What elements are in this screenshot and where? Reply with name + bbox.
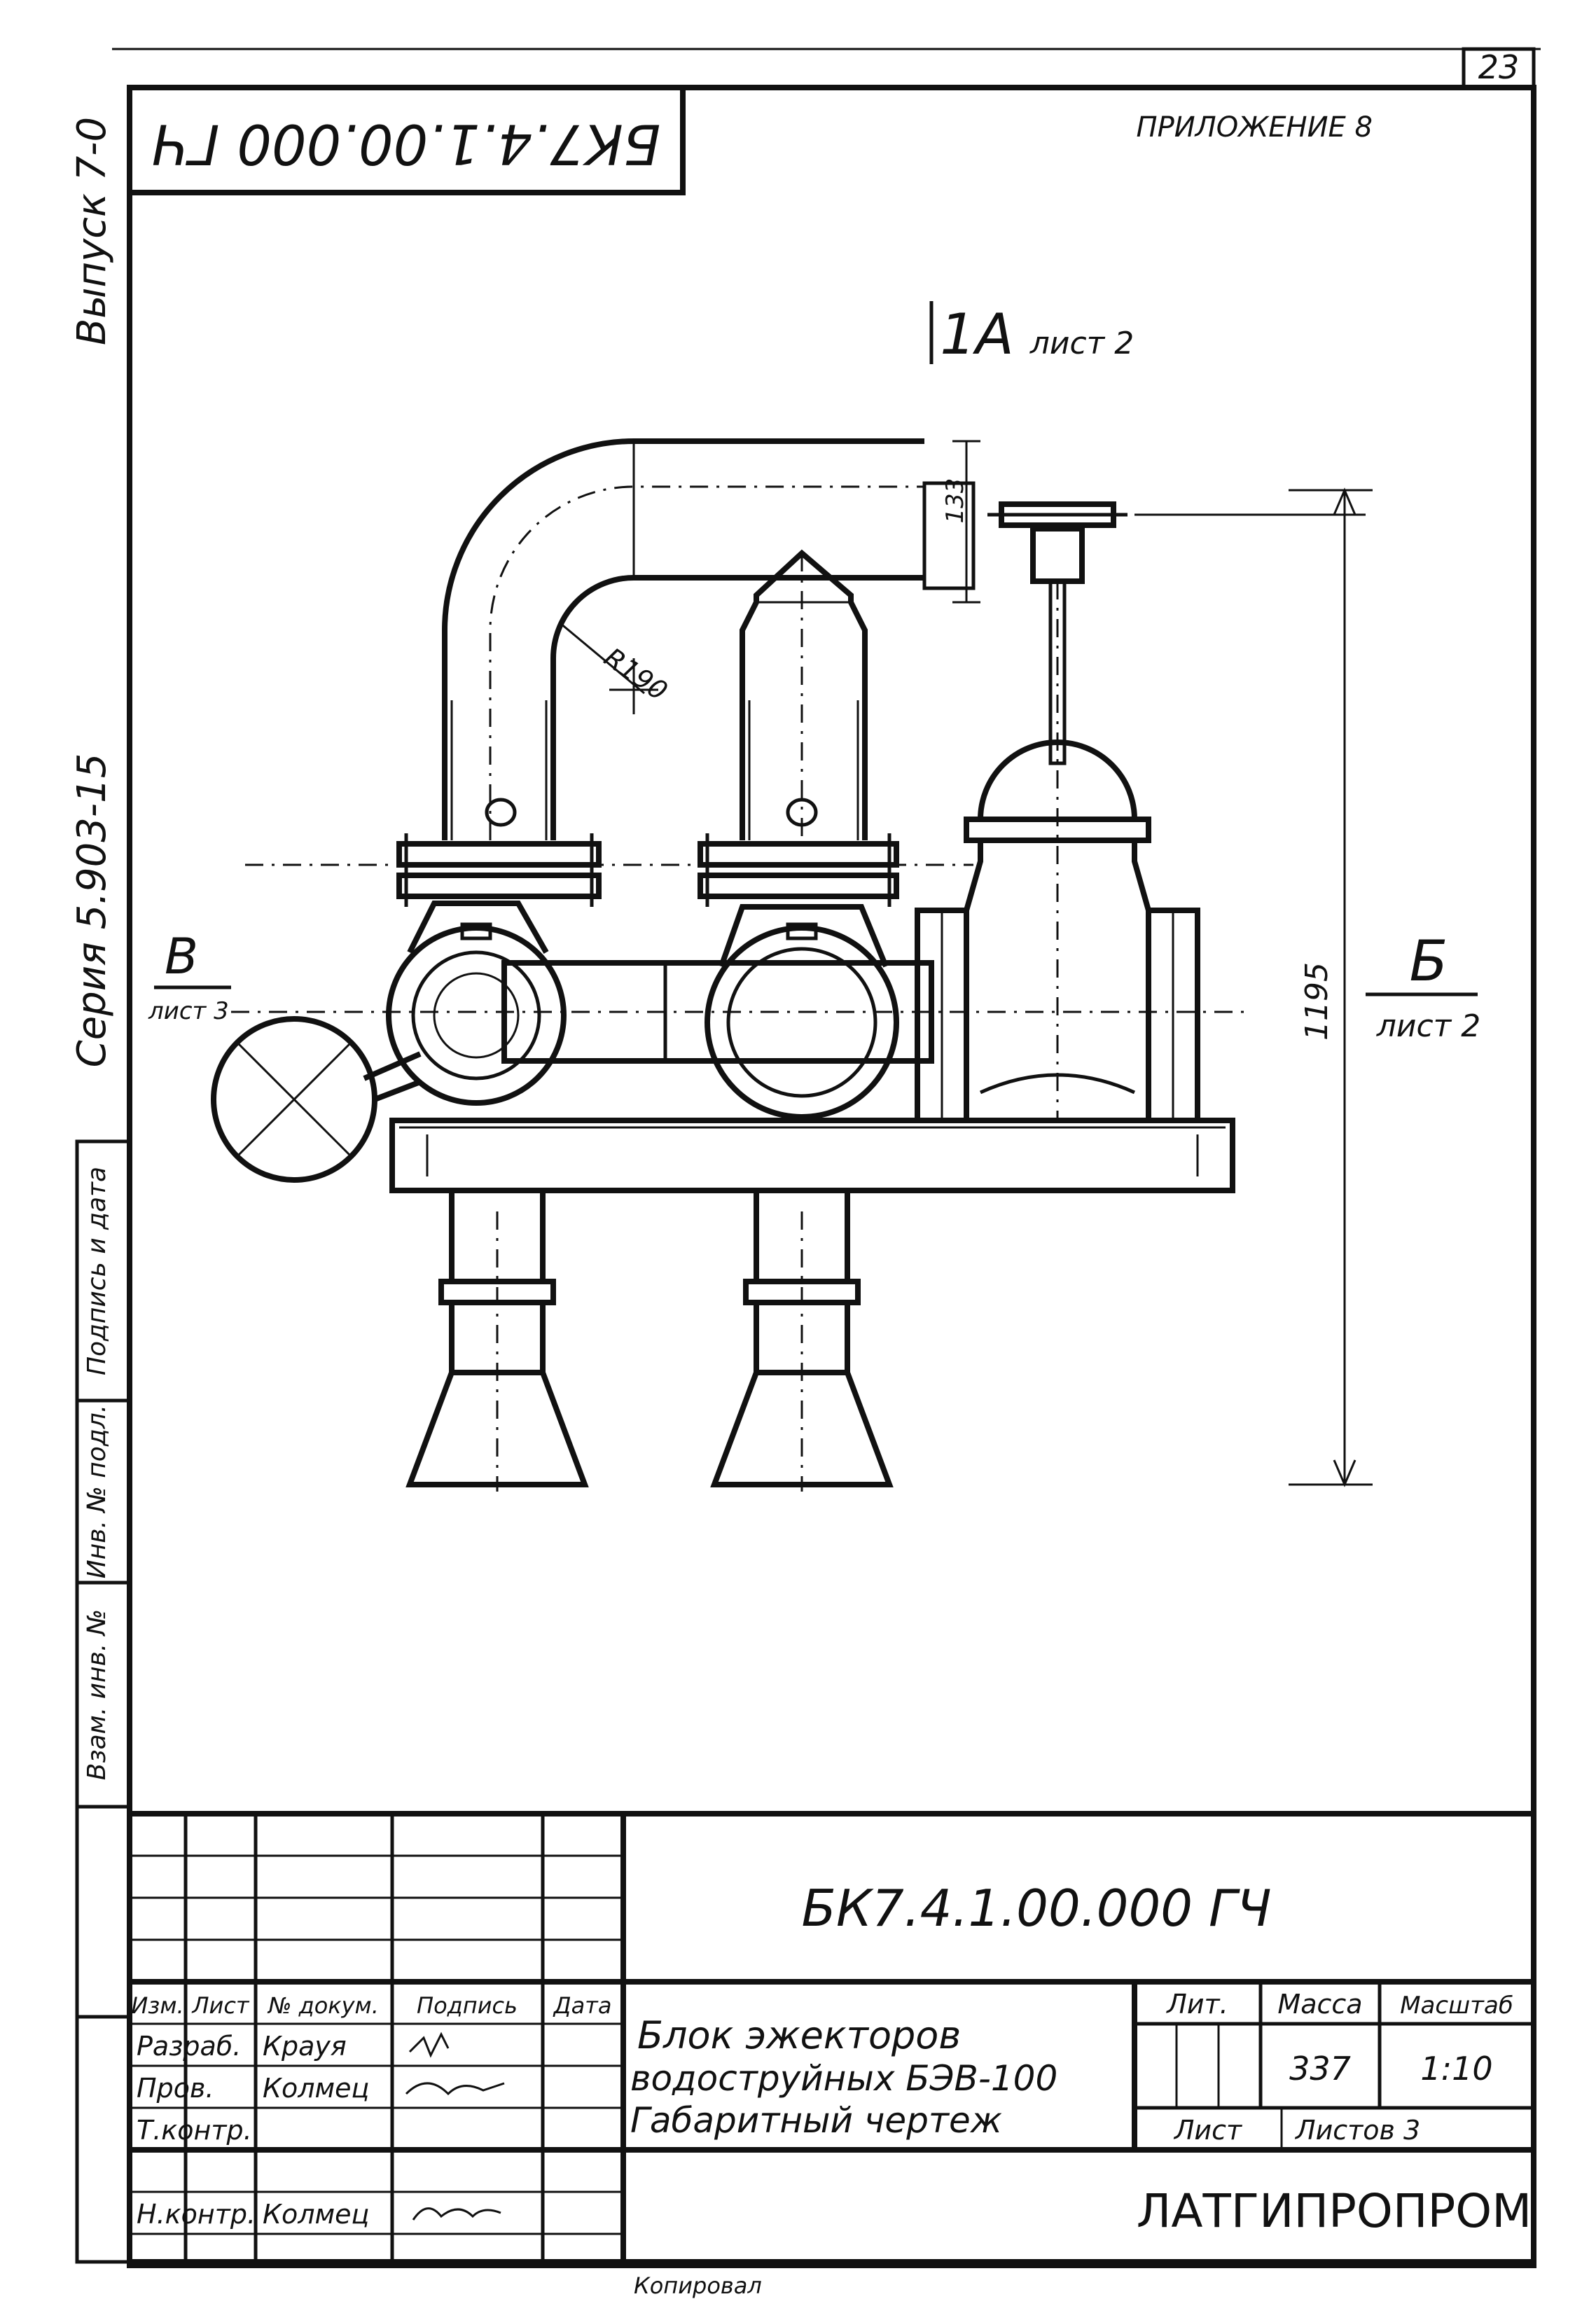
dim-small: 133 (941, 478, 969, 524)
margin-series: Серия 5.903-15 (69, 753, 115, 1068)
col-izm: Изм. (131, 1992, 183, 2019)
sheet-label: Лист (1173, 2115, 1243, 2146)
page-number: 23 (1478, 48, 1520, 86)
appendix-label: ПРИЛОЖЕНИЕ 8 (1137, 111, 1373, 144)
left-ejector-body (386, 901, 567, 1106)
name-norm-control: Колмец (263, 2199, 369, 2230)
copied-note: Копировал (634, 2272, 762, 2299)
dim-height: 1195 (1299, 962, 1335, 1041)
mass-value: 337 (1289, 2050, 1351, 2088)
view-v-ref: лист 2 (1376, 1008, 1481, 1044)
scale-value: 1:10 (1420, 2050, 1492, 2088)
signature-norm (412, 2207, 501, 2221)
title-designation: БК7.4.1.00.000 ГЧ (802, 1879, 1272, 1938)
middle-ejector-body (705, 904, 899, 1120)
name-checker: Колмец (263, 2073, 369, 2104)
side-gauge (211, 1016, 422, 1183)
height-dimension: 1195 (1289, 487, 1373, 1487)
base-frame (389, 1118, 1235, 1193)
top-dimension: 133 (941, 440, 980, 604)
view-b-ref: лист 3 (148, 997, 229, 1025)
role-checker: Пров. (137, 2073, 214, 2104)
left-elbow-pipe: R190 (442, 438, 976, 840)
title-block: БК7.4.1.00.000 ГЧ Изм. Лист № докум. Под… (127, 1811, 1536, 2265)
view-1a-ref: лист 2 (1029, 326, 1134, 361)
col-list: Лист (191, 1992, 249, 2019)
product-name-line1: Блок эжекторов (637, 2013, 961, 2057)
stamp-cell-inventory: Инв. № подл. (83, 1405, 111, 1578)
name-developer: Крауя (263, 2031, 347, 2062)
role-norm-control: Н.контр. (137, 2199, 256, 2230)
view-b-marker: В лист 3 (148, 928, 231, 1025)
left-stamp-strip: Взам. инв. № Инв. № подл. Подпись и дата (75, 1139, 132, 2264)
view-b-letter: В (165, 928, 198, 985)
stamp-cell-signature: Подпись и дата (83, 1167, 111, 1375)
mass-label: Масса (1277, 1989, 1362, 2020)
middle-ejector-nozzle (740, 549, 868, 840)
signature-checker (405, 2082, 505, 2096)
upper-flanges (245, 833, 973, 907)
left-diffuser (405, 1188, 589, 1492)
col-date: Дата (553, 1992, 612, 2019)
middle-diffuser (710, 1188, 894, 1492)
sheets-label: Листов 3 (1294, 2115, 1420, 2146)
horizontal-pipe (231, 960, 1247, 1064)
view-1a-label: 1А (940, 302, 1014, 367)
signature-developer (408, 2031, 450, 2058)
role-developer: Разраб. (137, 2031, 241, 2062)
top-designation-box: БК7.4.1.00.000 ГЧ (127, 85, 686, 195)
gate-valve (915, 501, 1366, 1123)
product-name-line2: водоструйных БЭВ-100 (630, 2058, 1057, 2099)
view-v-marker: Б лист 2 (1366, 929, 1480, 1044)
scale-label: Масштаб (1400, 1992, 1513, 2020)
view-v-letter: Б (1410, 929, 1448, 994)
margin-issue: Выпуск 7-0 (69, 117, 115, 345)
stamp-cell-replaced: Взам. инв. № (83, 1609, 111, 1780)
lit-label: Лит. (1165, 1989, 1228, 2020)
assembly-drawing: 1А лист 2 R190 133 (148, 301, 1480, 1492)
dim-radius: R190 (599, 641, 673, 707)
product-name-line3: Габаритный чертеж (630, 2100, 1002, 2141)
role-tech-control: Т.контр. (137, 2115, 252, 2146)
col-sign: Подпись (417, 1992, 518, 2019)
organization: ЛАТГИПРОПРОМ (1137, 2184, 1532, 2238)
col-doc: № докум. (267, 1992, 379, 2019)
top-designation: БК7.4.1.00.000 ГЧ (152, 112, 661, 175)
